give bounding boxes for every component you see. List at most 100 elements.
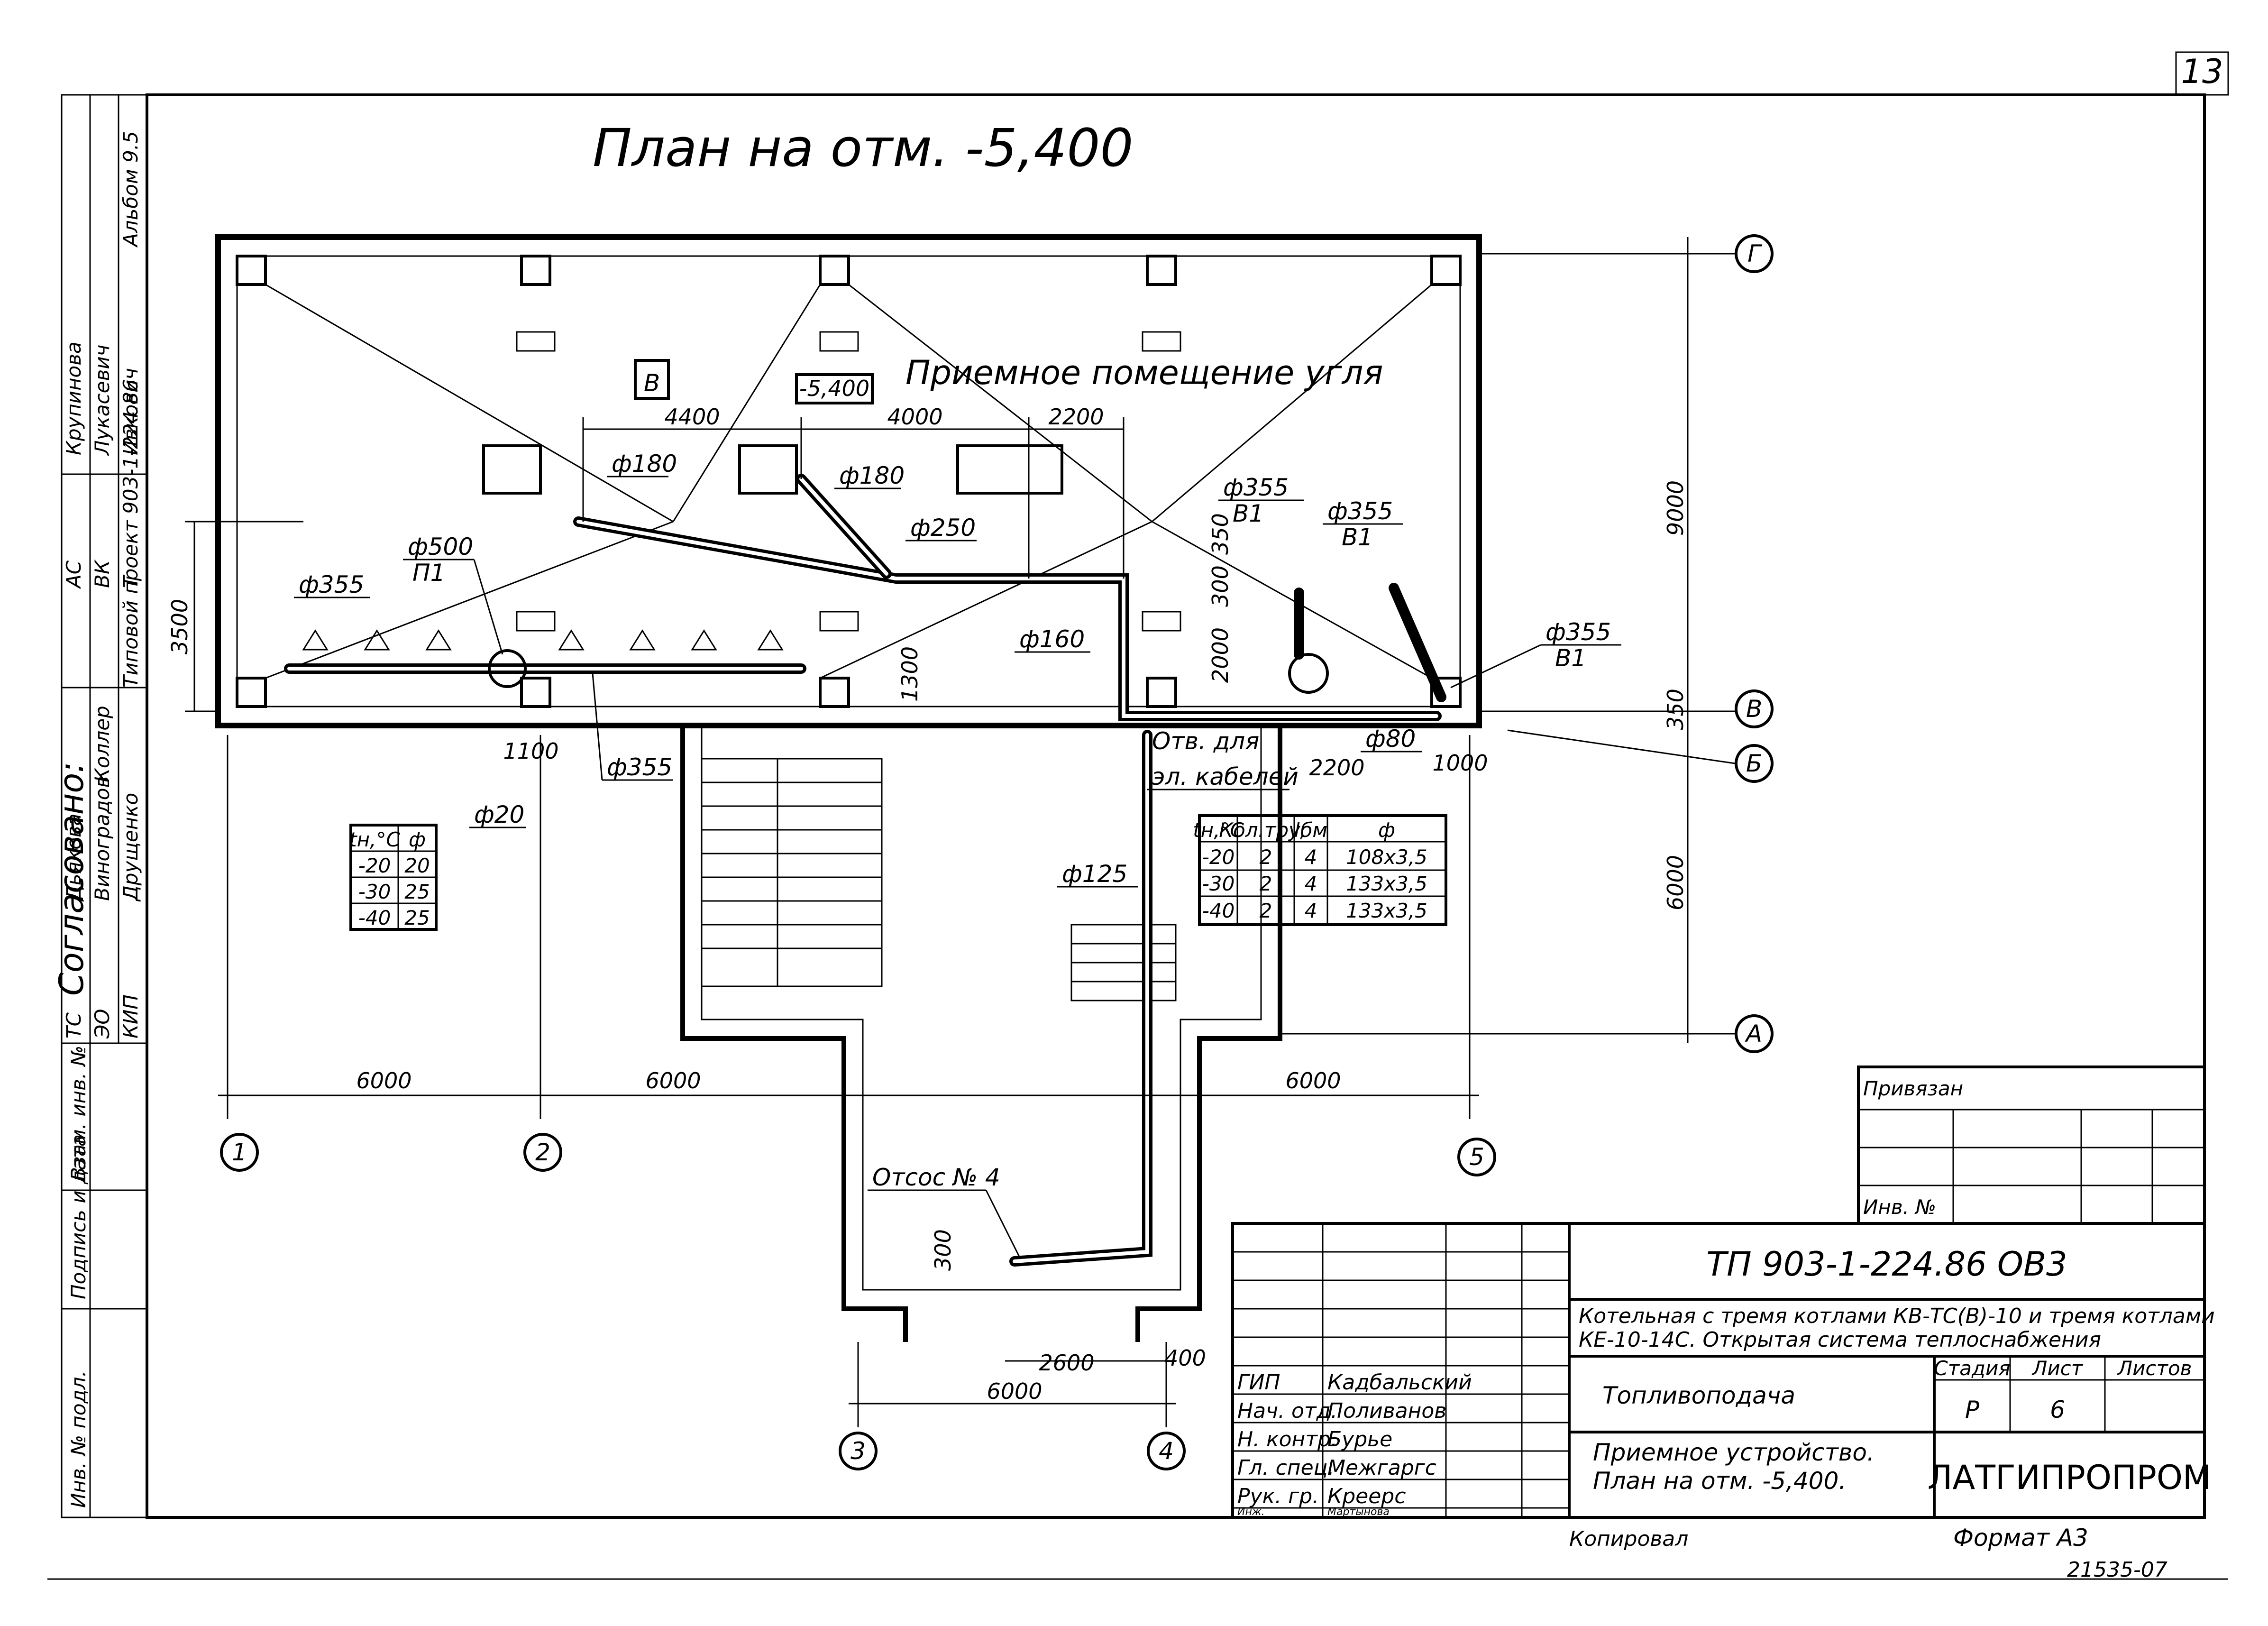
axis-marker-V xyxy=(1735,689,1774,728)
axis-marker-A xyxy=(1735,1014,1774,1053)
pipes xyxy=(284,474,1446,1267)
left-margin: Согласовано: Типовой проект 903-1-224.86… xyxy=(52,94,148,1518)
misc-dimensions: 1100 2200 1000 2000 300 350 1300 300 xyxy=(503,513,1488,1271)
album-ref: Альбом 9.5 xyxy=(119,131,142,248)
axis-marker-2 xyxy=(523,1133,562,1172)
svg-text:Межгаргс: Межгаргс xyxy=(1327,1456,1436,1480)
svg-text:Листов: Листов xyxy=(2117,1357,2192,1380)
svg-text:9000: 9000 xyxy=(1663,480,1688,536)
svg-text:эл. кабелей: эл. кабелей xyxy=(1152,763,1299,790)
org-name: ЛАТГИПРОПРОМ xyxy=(1928,1458,2212,1497)
axis-marker-4 xyxy=(1147,1432,1186,1470)
left-dimension: 3500 xyxy=(167,521,303,712)
svg-text:ф500: ф500 xyxy=(408,533,473,560)
svg-text:АС: АС xyxy=(62,560,85,589)
svg-text:Р: Р xyxy=(1965,1396,1980,1424)
svg-text:ф20: ф20 xyxy=(474,801,524,828)
svg-text:4400: 4400 xyxy=(664,404,720,430)
svg-text:2: 2 xyxy=(1260,845,1272,869)
svg-text:2200: 2200 xyxy=(1309,755,1364,781)
inv-label: Инв. № подл. xyxy=(67,1370,90,1508)
table-small: tн,°С ф -20 20 -30 25 -40 25 xyxy=(349,824,438,931)
svg-text:4: 4 xyxy=(1305,872,1317,895)
svg-text:Ивкович: Ивкович xyxy=(119,368,142,455)
svg-text:20: 20 xyxy=(404,854,430,877)
svg-text:300: 300 xyxy=(1207,565,1233,607)
svg-text:Поливанов: Поливанов xyxy=(1327,1399,1446,1423)
svg-text:Крупинова: Крупинова xyxy=(62,341,85,455)
svg-text:Кол.труб: Кол.труб xyxy=(1219,818,1313,842)
svg-text:Инв. №: Инв. № xyxy=(1863,1195,1936,1219)
svg-text:4000: 4000 xyxy=(887,404,942,430)
svg-text:l, м: l, м xyxy=(1294,818,1327,842)
svg-text:Н. контр.: Н. контр. xyxy=(1237,1427,1337,1451)
sheet-number: 13 xyxy=(2181,52,2223,91)
project-ref: Типовой проект 903-1-224.86 xyxy=(119,379,142,688)
svg-text:А: А xyxy=(1745,1020,1762,1047)
level-mark-box xyxy=(795,373,874,404)
svg-text:-30: -30 xyxy=(1202,872,1235,895)
svg-text:ф: ф xyxy=(1378,818,1395,842)
svg-text:ф355: ф355 xyxy=(1223,474,1289,501)
svg-text:Отсос № 4: Отсос № 4 xyxy=(872,1164,1000,1191)
replace-label: Взам. инв. № xyxy=(67,1046,90,1181)
drawing-name-2: План на отм. -5,400. xyxy=(1593,1467,1846,1495)
axis-marker-3 xyxy=(839,1432,878,1470)
drawing-code: ТП 903-1-224.86 ОВ3 xyxy=(1706,1245,2067,1284)
svg-text:1100: 1100 xyxy=(503,738,558,764)
svg-text:-40: -40 xyxy=(358,906,391,929)
zone-mark-box xyxy=(634,359,670,400)
svg-text:КИП: КИП xyxy=(119,994,142,1038)
svg-text:Инж.: Инж. xyxy=(1237,1506,1265,1518)
svg-text:25: 25 xyxy=(404,906,430,929)
title-block: ГИП Кадбальский Нач. отд. Поливанов Н. к… xyxy=(1231,1222,2215,1519)
svg-text:Т: Т xyxy=(119,574,142,588)
agreed-label: Согласовано: xyxy=(52,762,91,996)
svg-text:ф80: ф80 xyxy=(1365,725,1416,753)
svg-text:6000: 6000 xyxy=(356,1068,412,1093)
svg-text:ф355: ф355 xyxy=(1327,497,1393,525)
svg-text:В1: В1 xyxy=(1233,500,1264,527)
svg-text:Лукасевич: Лукасевич xyxy=(91,345,114,456)
svg-text:В1: В1 xyxy=(1342,524,1373,551)
svg-text:ТС: ТС xyxy=(62,1012,85,1038)
svg-text:ф125: ф125 xyxy=(1062,860,1127,888)
right-grid: 9000 6000 350 Г В Б А xyxy=(1280,234,1774,1053)
table-pipes: tн,°С Кол.труб l, м ф -20 2 4 108х3,5 -3… xyxy=(1193,814,1447,926)
section-name: Топливоподача xyxy=(1602,1382,1795,1409)
svg-text:ЭО: ЭО xyxy=(91,1009,114,1039)
svg-text:2: 2 xyxy=(1260,899,1272,922)
sheet-number-box xyxy=(2175,51,2229,96)
svg-text:Привязан: Привязан xyxy=(1863,1077,1963,1100)
svg-text:2: 2 xyxy=(535,1139,550,1166)
svg-text:ВК: ВК xyxy=(91,559,114,588)
svg-text:Г: Г xyxy=(1747,240,1763,267)
svg-text:3: 3 xyxy=(850,1437,866,1465)
svg-text:П1: П1 xyxy=(412,559,445,587)
svg-text:4: 4 xyxy=(1305,899,1317,922)
svg-text:1000: 1000 xyxy=(1432,750,1488,776)
desc-2: КЕ-10-14С. Открытая система теплоснабжен… xyxy=(1579,1328,2101,1352)
svg-text:6: 6 xyxy=(2050,1396,2065,1424)
archive-no: 21535-07 xyxy=(2067,1558,2167,1582)
svg-text:tн,°С: tн,°С xyxy=(1193,818,1244,842)
stairs-right xyxy=(1070,924,1177,1001)
svg-text:Лист: Лист xyxy=(2031,1357,2084,1380)
axis-marker-1 xyxy=(220,1133,259,1172)
hoppers xyxy=(482,331,1181,632)
svg-text:ф160: ф160 xyxy=(1019,625,1085,653)
svg-text:2: 2 xyxy=(1260,872,1272,895)
svg-text:6000: 6000 xyxy=(1285,1068,1341,1093)
svg-text:Друщенко: Друщенко xyxy=(119,793,142,902)
svg-text:133х3,5: 133х3,5 xyxy=(1346,899,1427,922)
svg-text:Коллер: Коллер xyxy=(91,706,114,782)
sign-label: Подпись и дата xyxy=(67,1134,90,1299)
drawing-name-1: Приемное устройство. xyxy=(1593,1439,1875,1466)
room-label: Приемное помещение угля xyxy=(905,353,1383,392)
grate-triangles xyxy=(302,629,784,651)
plan-title: План на отм. -5,400 xyxy=(593,118,1134,178)
svg-text:300: 300 xyxy=(930,1229,956,1271)
level-mark: -5,400 xyxy=(799,376,869,401)
svg-text:Виноградов: Виноградов xyxy=(91,776,114,901)
